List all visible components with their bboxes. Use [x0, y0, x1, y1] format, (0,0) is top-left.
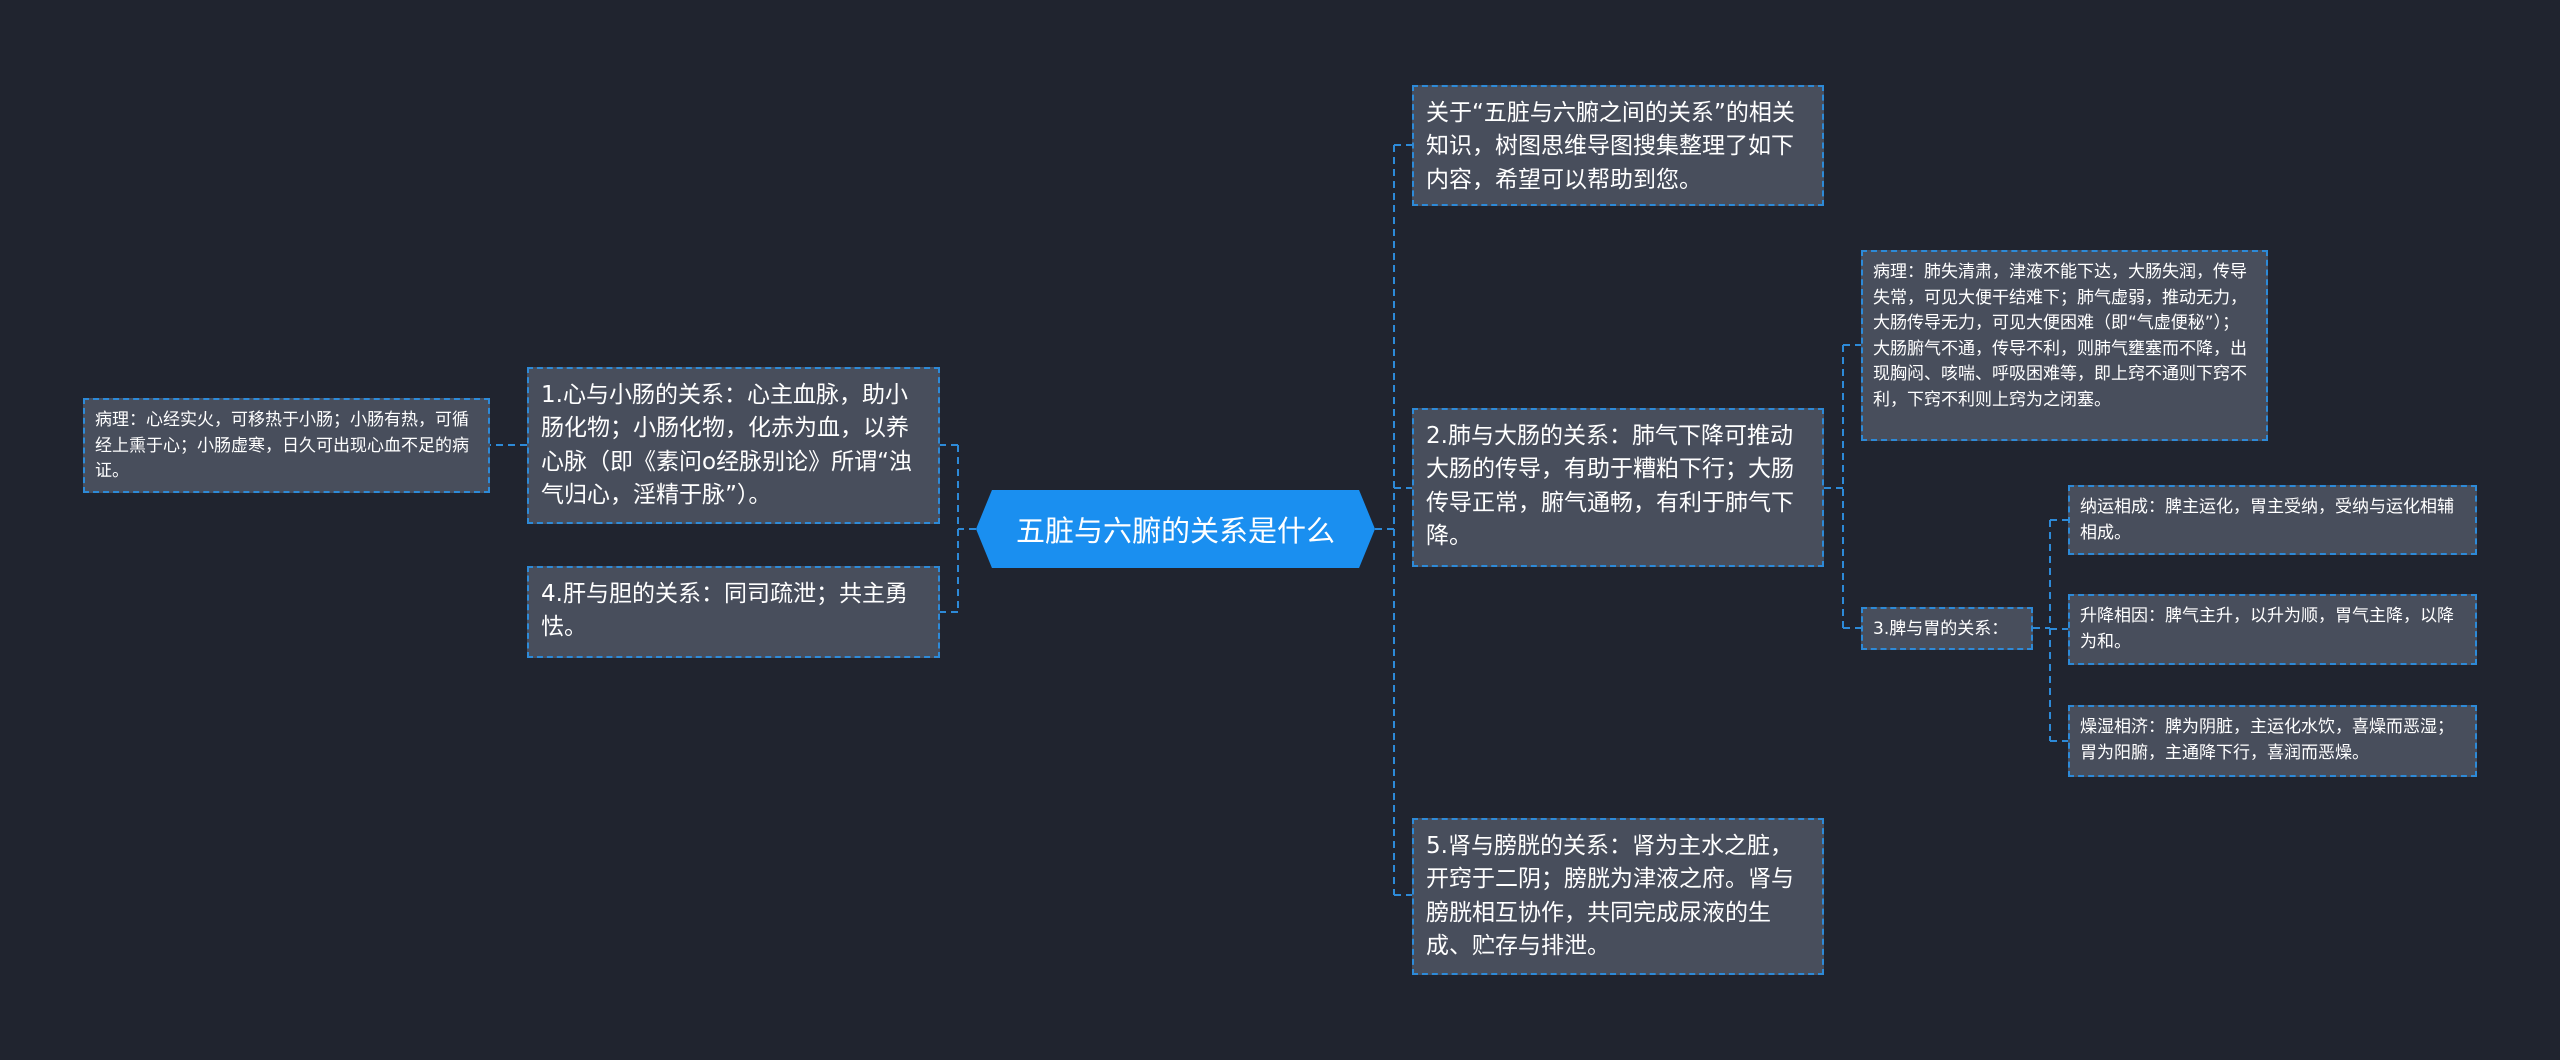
heart-pathology-node[interactable]: 病理：心经实火，可移热于小肠；小肠有热，可循经上熏于心；小肠虚寒，日久可出现心血… [83, 398, 490, 493]
heart-text: 1.心与小肠的关系：心主血脉，助小肠化物；小肠化物，化赤为血，以养心脉（即《素问… [541, 382, 912, 509]
lung-pathology-node[interactable]: 病理：肺失清肃，津液不能下达，大肠失润，传导失常，可见大便干结难下；肺气虚弱，推… [1861, 250, 2268, 441]
kidney-node[interactable]: 5.肾与膀胱的关系：肾为主水之脏，开窍于二阴；膀胱为津液之府。肾与膀胱相互协作，… [1412, 818, 1824, 975]
spleen-item-text: 燥湿相济：脾为阴脏，主运化水饮，喜燥而恶湿；胃为阳腑，主通降下行，喜润而恶燥。 [2080, 717, 2454, 763]
lung-node[interactable]: 2.肺与大肠的关系：肺气下降可推动大肠的传导，有助于糟粕下行；大肠传导正常，腑气… [1412, 408, 1824, 567]
liver-text: 4.肝与胆的关系：同司疏泄；共主勇怯。 [541, 581, 908, 641]
lung-text: 2.肺与大肠的关系：肺气下降可推动大肠的传导，有助于糟粕下行；大肠传导正常，腑气… [1426, 423, 1794, 550]
root-title: 五脏与六腑的关系是什么 [1015, 514, 1335, 548]
spleen-item-text: 升降相因：脾气主升，以升为顺，胃气主降，以降为和。 [2080, 606, 2454, 652]
spleen-item[interactable]: 燥湿相济：脾为阴脏，主运化水饮，喜燥而恶湿；胃为阳腑，主通降下行，喜润而恶燥。 [2068, 705, 2477, 777]
spleen-node[interactable]: 3.脾与胃的关系： [1861, 607, 2033, 650]
spleen-item[interactable]: 升降相因：脾气主升，以升为顺，胃气主降，以降为和。 [2068, 594, 2477, 665]
spleen-text: 3.脾与胃的关系： [1873, 619, 2009, 639]
intro-node[interactable]: 关于“五脏与六腑之间的关系”的相关知识，树图思维导图搜集整理了如下内容，希望可以… [1412, 85, 1824, 206]
liver-node[interactable]: 4.肝与胆的关系：同司疏泄；共主勇怯。 [527, 566, 940, 658]
heart-node[interactable]: 1.心与小肠的关系：心主血脉，助小肠化物；小肠化物，化赤为血，以养心脉（即《素问… [527, 367, 940, 524]
root-node[interactable]: 五脏与六腑的关系是什么 [976, 490, 1375, 568]
intro-text: 关于“五脏与六腑之间的关系”的相关知识，树图思维导图搜集整理了如下内容，希望可以… [1426, 100, 1795, 193]
lung-pathology-text: 病理：肺失清肃，津液不能下达，大肠失润，传导失常，可见大便干结难下；肺气虚弱，推… [1873, 262, 2247, 410]
heart-pathology-text: 病理：心经实火，可移热于小肠；小肠有热，可循经上熏于心；小肠虚寒，日久可出现心血… [95, 410, 469, 481]
kidney-text: 5.肾与膀胱的关系：肾为主水之脏，开窍于二阴；膀胱为津液之府。肾与膀胱相互协作，… [1426, 833, 1794, 960]
spleen-item-text: 纳运相成：脾主运化，胃主受纳，受纳与运化相辅相成。 [2080, 497, 2454, 543]
spleen-item[interactable]: 纳运相成：脾主运化，胃主受纳，受纳与运化相辅相成。 [2068, 485, 2477, 555]
